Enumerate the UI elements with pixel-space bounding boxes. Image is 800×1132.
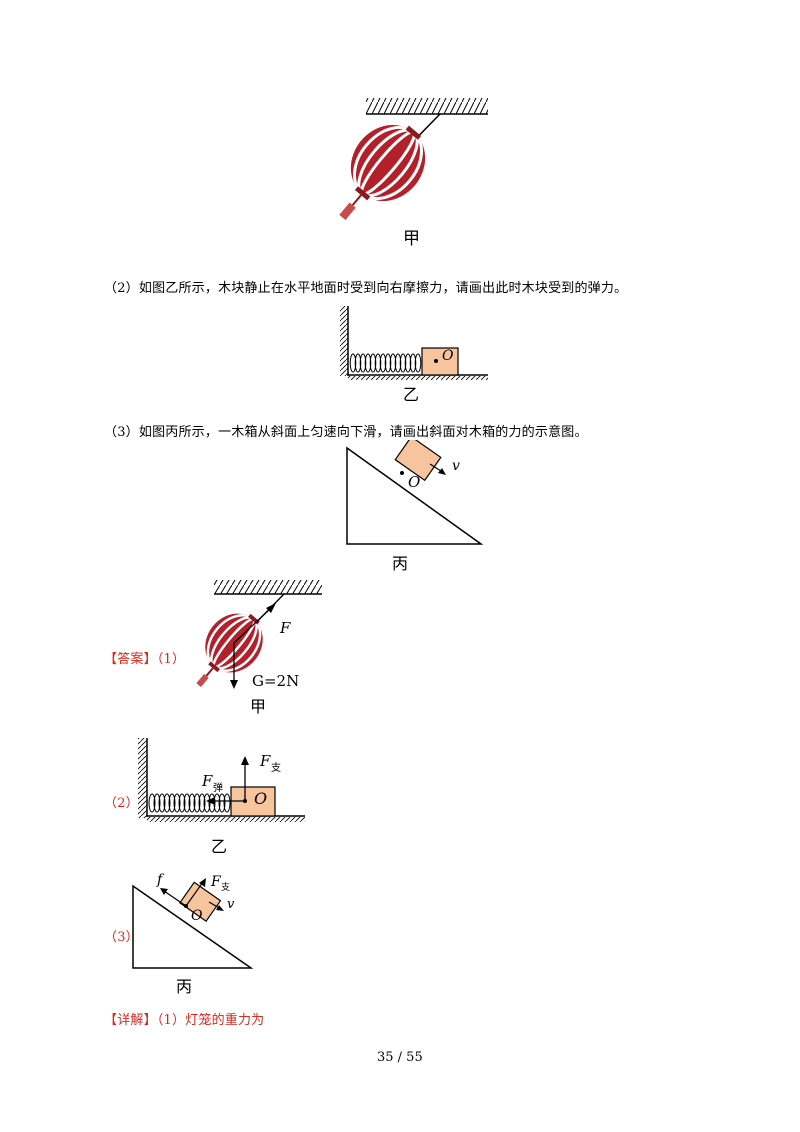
support-force-sub: 支 xyxy=(221,881,230,893)
support-force-label: F xyxy=(259,752,271,770)
answer-figure-jia: F G=2N xyxy=(196,580,322,690)
friction-label: f xyxy=(156,872,165,888)
gravity-label: G=2N xyxy=(252,672,299,690)
figure-bing-caption: 丙 xyxy=(392,554,409,573)
answer-line-1: 【答案】（1） xyxy=(104,648,185,667)
detail-label: 【详解】 xyxy=(104,1013,157,1028)
detail-text: （1）灯笼的重力为 xyxy=(156,1013,265,1028)
point-label: O xyxy=(442,348,454,364)
figure-jia-lantern xyxy=(339,98,488,220)
wood-box xyxy=(394,440,442,482)
force-F-label: F xyxy=(279,619,291,637)
velocity-label: v xyxy=(452,458,460,474)
wood-box xyxy=(179,881,222,923)
answer-figure-yi-caption: 乙 xyxy=(211,837,228,856)
answer-figure-jia-caption: 甲 xyxy=(250,697,267,716)
page-number: 35 / 55 xyxy=(377,1050,423,1065)
answer-part-2: （2） xyxy=(104,796,139,811)
figure-yi-spring-block: O xyxy=(340,306,488,380)
point-label: O xyxy=(254,789,267,808)
answer-figure-bing-caption: 丙 xyxy=(176,977,193,996)
question-3-text: （3）如图丙所示，一木箱从斜面上匀速向下滑，请画出斜面对木箱的力的示意图。 xyxy=(104,425,588,440)
support-force-sub: 支 xyxy=(271,762,281,774)
spring-icon xyxy=(349,353,422,373)
figure-yi-caption: 乙 xyxy=(403,385,420,404)
answer-part-1: （1） xyxy=(156,652,186,667)
lantern-icon xyxy=(339,124,426,220)
spring-force-label: F xyxy=(201,772,213,790)
answer-part-3: （3） xyxy=(104,930,139,945)
ceiling-hatch xyxy=(366,98,488,114)
answer-figure-yi: O F 弹 F 支 xyxy=(138,738,305,822)
spring-icon xyxy=(148,793,231,813)
incline xyxy=(346,446,484,545)
spring-force-sub: 弹 xyxy=(213,781,223,794)
answer-figure-bing: O f F 支 v xyxy=(132,872,254,969)
question-2-text: （2）如图乙所示，木块静止在水平地面时受到向右摩擦力，请画出此时木块受到的弹力。 xyxy=(104,281,628,296)
detail-line: 【详解】（1）灯笼的重力为 xyxy=(104,1009,264,1028)
wood-block xyxy=(421,347,459,376)
support-force-label: F xyxy=(210,874,222,890)
figure-jia-caption: 甲 xyxy=(403,229,420,249)
point-label: O xyxy=(191,908,203,924)
figure-bing-incline: O v xyxy=(346,440,484,545)
answer-label: 【答案】 xyxy=(104,652,157,667)
velocity-label: v xyxy=(227,897,235,912)
point-label: O xyxy=(408,473,420,491)
